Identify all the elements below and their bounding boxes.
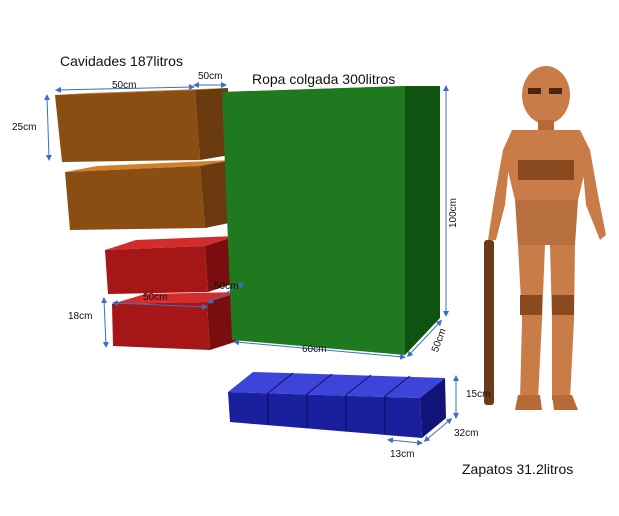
cavity-box-bottom [65,160,234,230]
mannequin-figure [484,66,606,410]
dim-red-height: 18cm [68,311,93,322]
cavity-box-top [55,88,230,162]
red-box-bottom [112,292,241,350]
hanging-clothes-title: Ropa colgada 300litros [252,71,396,87]
dimension-lines [44,82,459,446]
dim-gap: 50cm [198,71,223,82]
shoe-boxes [228,372,446,438]
shoes-title: Zapatos 31.2litros [462,461,574,477]
dim-green-height: 100cm [448,197,459,228]
dim-shoe-depth: 32cm [454,428,479,439]
cavities-title: Cavidades 187litros [60,53,183,69]
dim-green-width: 60cm [302,344,327,355]
dim-red-width: 50cm [143,292,168,303]
dim-red-depth: 50cm [214,281,239,292]
dim-shoe-height: 15cm [466,389,491,400]
dim-shoe-width: 13cm [390,449,415,460]
dim-box-height: 25cm [12,122,37,133]
dim-box-width: 50cm [112,80,137,91]
hanging-clothes-box [222,86,440,355]
